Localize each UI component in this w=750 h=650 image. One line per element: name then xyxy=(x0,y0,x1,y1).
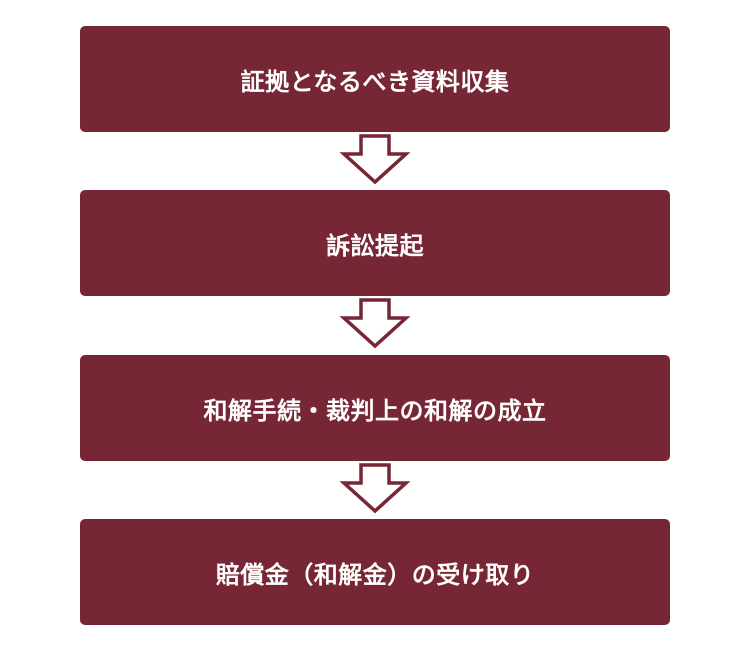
down-arrow-icon xyxy=(339,134,411,185)
step-box-settlement: 和解手続・裁判上の和解の成立 xyxy=(80,355,670,461)
step-label: 賠償金（和解金）の受け取り xyxy=(215,560,535,589)
step-label: 証拠となるべき資料収集 xyxy=(240,67,510,96)
arrow-shape xyxy=(339,463,411,514)
down-arrow-icon xyxy=(339,463,411,514)
arrow-shape xyxy=(339,134,411,185)
step-label: 訴訟提起 xyxy=(326,231,424,260)
step-box-file-lawsuit: 訴訟提起 xyxy=(80,190,670,296)
step-box-collect-evidence: 証拠となるべき資料収集 xyxy=(80,26,670,132)
down-arrow-icon xyxy=(339,298,411,349)
arrow-shape xyxy=(339,298,411,349)
step-box-receive-compensation: 賠償金（和解金）の受け取り xyxy=(80,519,670,625)
step-label: 和解手続・裁判上の和解の成立 xyxy=(203,396,547,425)
